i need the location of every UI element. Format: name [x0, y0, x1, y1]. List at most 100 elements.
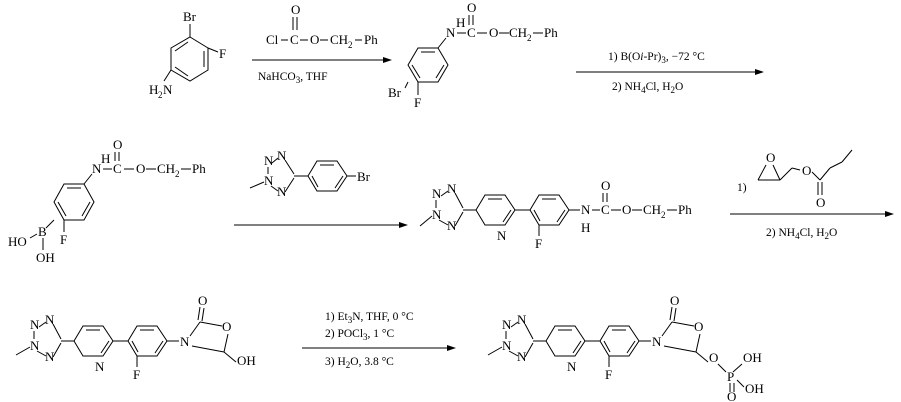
reagent-et3n: 1) Et [325, 311, 348, 323]
pyridine-ring [475, 194, 516, 226]
atom-n-4: N [277, 184, 287, 199]
molecule-boronic-acid: N H C O O CH 2 Ph B HO OH F [8, 137, 206, 265]
bond-c-n [163, 69, 172, 82]
atom-ch2-sub: 2 [175, 169, 180, 179]
reagent-pocl3: 2) POCl [325, 328, 363, 340]
atom-ph: Ph [678, 202, 692, 217]
reagent-water: Cl, H [646, 81, 671, 93]
reagent-bromopyridyl-tetrazole: N N N N Br [249, 148, 371, 199]
atom-n-carbamate: N [581, 202, 591, 217]
reagent-cbz-chloride: O Cl C O CH 2 Ph [266, 2, 378, 50]
reagent-water: Cl, H [800, 227, 825, 239]
atom-ch2-sub: 2 [348, 40, 353, 50]
reagent-nahco3: NaHCO [258, 71, 296, 83]
reagent-boronate-rest: -Pr) [643, 51, 661, 63]
reagent-boronate: 1) B(O [608, 51, 640, 63]
benzene-ring [127, 325, 168, 357]
atom-n-pyridine: N [567, 359, 577, 374]
arrow-step-1 [252, 57, 392, 63]
molecule-cbz-carbamate-bromo: N H C O O CH 2 Ph Br F [388, 0, 558, 110]
reagent-nahco3-sub: 3 [296, 75, 301, 85]
atom-ch2: CH [643, 202, 661, 217]
atom-br: Br [357, 169, 371, 184]
reagent-nh4cl: 2) NH [612, 81, 641, 93]
atom-n-1: N [502, 317, 512, 332]
atom-n-oxazolidinone: N [180, 334, 190, 349]
atom-n-4: N [517, 349, 527, 364]
reagent-et3n-sub: 3 [348, 315, 353, 325]
atom-o-ester: O [802, 163, 811, 178]
atom-h: H [581, 220, 590, 235]
atom-o-ring: O [222, 319, 231, 334]
atom-ch2-sub: 2 [527, 33, 532, 43]
reagent-h2o-rest: O, 3.8 °C [350, 356, 394, 368]
molecule-oxazolidinone-alcohol: N N N N N F N O O [15, 293, 256, 382]
atom-o-carbonyl: O [291, 2, 300, 17]
atom-n-pyridine: N [95, 359, 105, 374]
atom-nh2-n: N [163, 82, 173, 97]
reagent-glycidyl-butyrate: 1) O O O [737, 149, 853, 210]
atom-n-2: N [517, 312, 527, 327]
svg-text:3) H2O, 3.8 °C: 3) H2O, 3.8 °C [325, 356, 394, 370]
atom-o-epoxide: O [766, 150, 775, 165]
atom-ph: Ph [544, 25, 558, 40]
pyridine-ring [545, 325, 586, 357]
svg-text:1) B(Oi-Pr)3, −72 °C: 1) B(Oi-Pr)3, −72 °C [608, 51, 705, 65]
atom-ch2-sub: 2 [661, 210, 666, 220]
atom-o-ring: O [694, 319, 703, 334]
atom-ch2: CH [509, 25, 527, 40]
atom-ph: Ph [364, 32, 378, 47]
atom-o-carbonyl: O [816, 195, 825, 210]
atom-n-3: N [502, 338, 512, 353]
reagent-pocl3-sub: 3 [363, 332, 368, 342]
conditions-step-1: NaHCO3, THF [258, 71, 327, 85]
atom-nh2-h: H [149, 82, 158, 97]
atom-n-pyridine: N [497, 228, 507, 243]
arrow-step-5 [302, 345, 456, 351]
pyridine-ring [73, 325, 114, 357]
atom-oh: OH [36, 250, 55, 265]
atom-o-ester: O [136, 161, 145, 176]
molecule-bromofluoroaniline: Br F H 2 N [149, 9, 226, 100]
atom-p-oxo: O [727, 389, 736, 402]
atom-b: B [38, 224, 47, 239]
benzene-ring [407, 47, 449, 83]
reagent-water-sub: 2 [671, 85, 676, 95]
atom-o-ester: O [489, 25, 498, 40]
atom-n-2: N [447, 181, 457, 196]
atom-ch2: CH [157, 161, 175, 176]
reagent-boronate-italic: i [640, 51, 643, 63]
pyridine-ring [307, 160, 348, 192]
atom-f: F [605, 367, 612, 382]
benzene-ring [170, 36, 209, 82]
reagent-water-sub: 2 [825, 231, 830, 241]
atom-nh2-sub: 2 [158, 90, 163, 100]
atom-oh: OH [237, 353, 256, 368]
atom-oh-bottom: OH [745, 381, 764, 396]
atom-n-2: N [277, 148, 287, 163]
atom-o-carbonyl: O [601, 178, 610, 193]
atom-f: F [60, 232, 67, 247]
atom-n-2: N [45, 312, 55, 327]
arrow-step-2 [576, 69, 764, 75]
reagent-water-o: O [829, 227, 837, 239]
reagent-solvent: , THF [300, 71, 327, 83]
molecule-biaryl-carbamate: N N N N N F N H C O O [419, 178, 692, 251]
atom-br: Br [183, 9, 197, 24]
arrow-step-3 [234, 222, 408, 228]
reagent-h2o: 3) H [325, 356, 346, 368]
atom-n-oxazolidinone: N [652, 334, 662, 349]
atom-br: Br [388, 85, 402, 100]
reagent-boronate-temp: , −72 °C [666, 51, 705, 63]
atom-o-carbonyl: O [113, 137, 122, 152]
atom-n-4: N [45, 349, 55, 364]
atom-cl: Cl [266, 32, 279, 47]
atom-f: F [414, 95, 421, 110]
svg-text:2) POCl3, 1 °C: 2) POCl3, 1 °C [325, 328, 395, 342]
atom-o-carbonyl: O [198, 293, 207, 308]
atom-n-3: N [264, 173, 274, 188]
atom-c: C [467, 25, 476, 40]
atom-h: H [456, 15, 465, 30]
atom-c: C [290, 32, 299, 47]
